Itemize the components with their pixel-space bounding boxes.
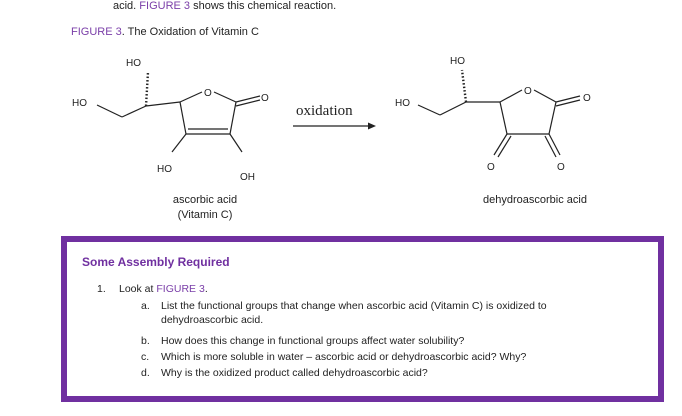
product-ho-top: HO <box>450 56 465 67</box>
arrow-label: oxidation <box>296 103 353 119</box>
reaction-arrow <box>293 122 376 130</box>
reactant-oh-bottom: OH <box>240 172 255 183</box>
bond <box>121 105 147 118</box>
ascorbic-acid-structure <box>96 71 261 153</box>
bond <box>548 133 561 156</box>
sub-d-line1: Why is the oxidized product called dehyd… <box>161 367 428 379</box>
hashed-bond <box>460 69 468 103</box>
bond <box>499 101 508 135</box>
reactant-name-line2: (Vitamin C) <box>177 209 233 221</box>
question-1-suffix: . <box>204 283 208 295</box>
question-1: Look at FIGURE 3. <box>119 282 208 296</box>
bond <box>235 95 261 103</box>
bond <box>179 91 203 103</box>
bond <box>179 101 187 135</box>
intro-prefix: acid. <box>113 0 140 12</box>
caption-text: . The Oxidation of Vitamin C <box>121 26 259 38</box>
bond <box>544 135 557 158</box>
bond <box>213 91 237 103</box>
sub-c-letter: c. <box>141 351 150 363</box>
bond <box>229 133 243 153</box>
bond <box>171 133 187 153</box>
sub-a-line2: dehydroascorbic acid. <box>161 314 264 326</box>
assembly-box: Some Assembly Required 1. Look at FIGURE… <box>61 236 664 402</box>
product-o-right: O <box>557 162 565 173</box>
product-ho-left: HO <box>395 98 410 109</box>
sub-c-line1: Which is more soluble in water – ascorbi… <box>161 351 527 363</box>
bond <box>499 89 523 103</box>
intro-suffix: shows this chemical reaction. <box>190 0 337 12</box>
hashed-bond <box>144 71 150 107</box>
question-1-prefix: Look at <box>119 283 157 295</box>
reactant-ring-o: O <box>204 88 212 99</box>
bond <box>439 101 467 116</box>
caption-figure-label: FIGURE 3 <box>71 26 122 38</box>
reactant-name-line1: ascorbic acid <box>172 194 238 206</box>
box-title: Some Assembly Required <box>82 255 230 269</box>
bond <box>555 99 581 107</box>
reaction-diagram: HO HO O O HO OH HO HO O O O O <box>72 56 591 183</box>
reactant-carbonyl-o: O <box>261 93 269 104</box>
question-1-number: 1. <box>97 283 106 295</box>
sub-a-letter: a. <box>141 300 150 312</box>
bond <box>145 101 181 107</box>
product-ring-o: O <box>524 86 532 97</box>
intro-text: acid. FIGURE 3 shows this chemical react… <box>113 0 336 12</box>
bond <box>493 133 508 156</box>
bond <box>229 101 237 135</box>
question-1-figure: FIGURE 3 <box>156 283 205 295</box>
reactant-ho-left: HO <box>72 98 87 109</box>
sub-a-line1: List the functional groups that change w… <box>161 300 547 312</box>
bond <box>533 89 557 103</box>
intro-figure-ref: FIGURE 3 <box>139 0 191 12</box>
product-carbonyl-o: O <box>583 93 591 104</box>
figure-caption: FIGURE 3. The Oxidation of Vitamin C <box>71 26 259 38</box>
reactant-ho-bottom: HO <box>157 164 172 175</box>
bond <box>417 104 441 116</box>
sub-b-line1: How does this change in functional group… <box>161 335 465 347</box>
reactant-name: ascorbic acid (Vitamin C) <box>150 193 260 223</box>
sub-d-letter: d. <box>141 367 150 379</box>
bond <box>96 104 123 118</box>
product-o-left: O <box>487 162 495 173</box>
product-name: dehydroascorbic acid <box>483 194 587 206</box>
bond <box>497 135 512 158</box>
bond <box>548 101 557 135</box>
dehydroascorbic-acid-structure <box>417 69 581 158</box>
reactant-ho-top: HO <box>126 58 141 69</box>
bond <box>235 99 261 107</box>
sub-b-letter: b. <box>141 335 150 347</box>
bond <box>555 95 581 103</box>
